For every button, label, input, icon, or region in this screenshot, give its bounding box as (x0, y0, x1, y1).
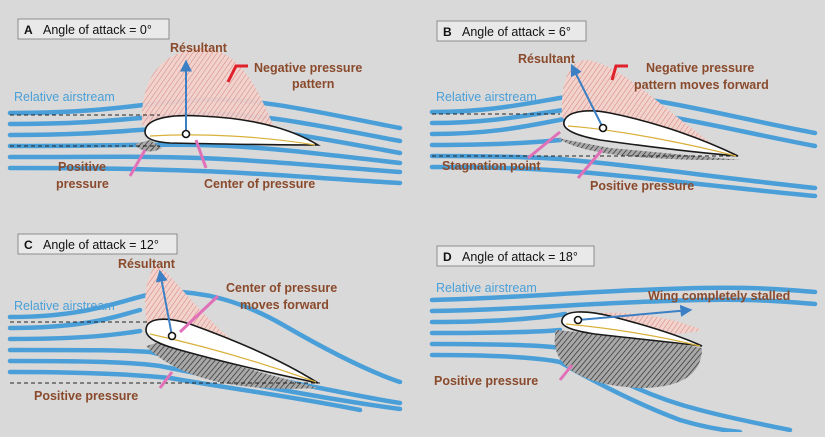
pointer-positive-pressure (158, 371, 174, 389)
pointer-positive-pressure (576, 149, 604, 179)
panel-letter: B (443, 25, 452, 39)
positive-pressure-pattern (554, 330, 702, 388)
positive-pressure-label: Positive (58, 160, 106, 174)
negative-pressure-label: Negative pressure (254, 61, 362, 75)
resultant-arrow (570, 63, 604, 129)
center-of-pressure-dot (167, 331, 177, 341)
airfoil (561, 311, 703, 347)
center-of-pressure-dot (598, 123, 608, 133)
negative-pressure-label-line2: pattern (292, 77, 334, 91)
resultant-label: Résultant (518, 52, 576, 66)
panel-a-header (17, 18, 170, 40)
panel-c: C Angle of attack = 12° Relative airstre… (7, 233, 403, 413)
panel-title: Angle of attack = 12° (43, 238, 159, 252)
pointer-center-of-pressure (194, 139, 208, 169)
panel-d-header (436, 245, 595, 267)
panel-letter: C (24, 238, 33, 252)
airfoil (563, 110, 739, 157)
airfoil-camber (565, 323, 701, 347)
positive-pressure-pattern (146, 342, 318, 389)
panel-b-header (436, 20, 587, 42)
pointer-center-of-pressure (178, 294, 220, 334)
resultant-arrow (155, 269, 173, 337)
center-of-pressure-dot (573, 315, 583, 325)
stagnation-point-label: Stagnation point (442, 159, 541, 173)
airstream-label: Relative airstream (14, 299, 115, 313)
panel-letter: A (24, 23, 33, 37)
airstream-label: Relative airstream (14, 90, 115, 104)
positive-pressure-label: Positive pressure (434, 374, 538, 388)
positive-pressure-pattern (557, 138, 740, 160)
positive-pressure-pattern (135, 140, 162, 152)
pointer-positive-pressure (128, 149, 147, 177)
airfoil-camber (149, 333, 317, 383)
negative-pressure-label-line2: pattern moves forward (634, 78, 769, 92)
center-of-pressure-label-line2: moves forward (240, 298, 329, 312)
panel-a: A Angle of attack = 0° Relative airstrea… (7, 18, 403, 191)
wing-stalled-label: Wing completely stalled (648, 289, 790, 303)
airstream-label: Relative airstream (436, 281, 537, 295)
positive-pressure-label: Positive pressure (590, 179, 694, 193)
pointer-stagnation-point (527, 130, 561, 160)
center-of-pressure-dot (181, 129, 191, 139)
positive-pressure-label: Positive pressure (34, 389, 138, 403)
panel-b: B Angle of attack = 6° Relative airstrea… (429, 20, 818, 199)
negative-pressure-label: Negative pressure (646, 61, 754, 75)
airstream-label: Relative airstream (436, 90, 537, 104)
pointer-negative-pressure (610, 64, 628, 81)
pointer-negative-pressure (226, 64, 248, 83)
panel-title: Angle of attack = 18° (462, 250, 578, 264)
pointer-positive-pressure (558, 364, 574, 381)
resultant-label: Résultant (170, 41, 228, 55)
positive-pressure-label-line2: pressure (56, 177, 109, 191)
panel-title: Angle of attack = 0° (43, 23, 152, 37)
airfoil (145, 318, 319, 384)
airfoil-camber (567, 125, 737, 157)
panel-c-header (17, 233, 178, 255)
center-of-pressure-label: Center of pressure (204, 177, 315, 191)
negative-pressure-pattern (561, 60, 728, 155)
panel-d: D Angle of attack = 18° Relative airstre… (429, 245, 818, 435)
panel-letter: D (443, 250, 452, 264)
airfoil-camber (149, 134, 316, 146)
resultant-label: Résultant (118, 257, 176, 271)
panel-title: Angle of attack = 6° (462, 25, 571, 39)
center-of-pressure-label: Center of pressure (226, 281, 337, 295)
resultant-arrow (577, 304, 693, 321)
